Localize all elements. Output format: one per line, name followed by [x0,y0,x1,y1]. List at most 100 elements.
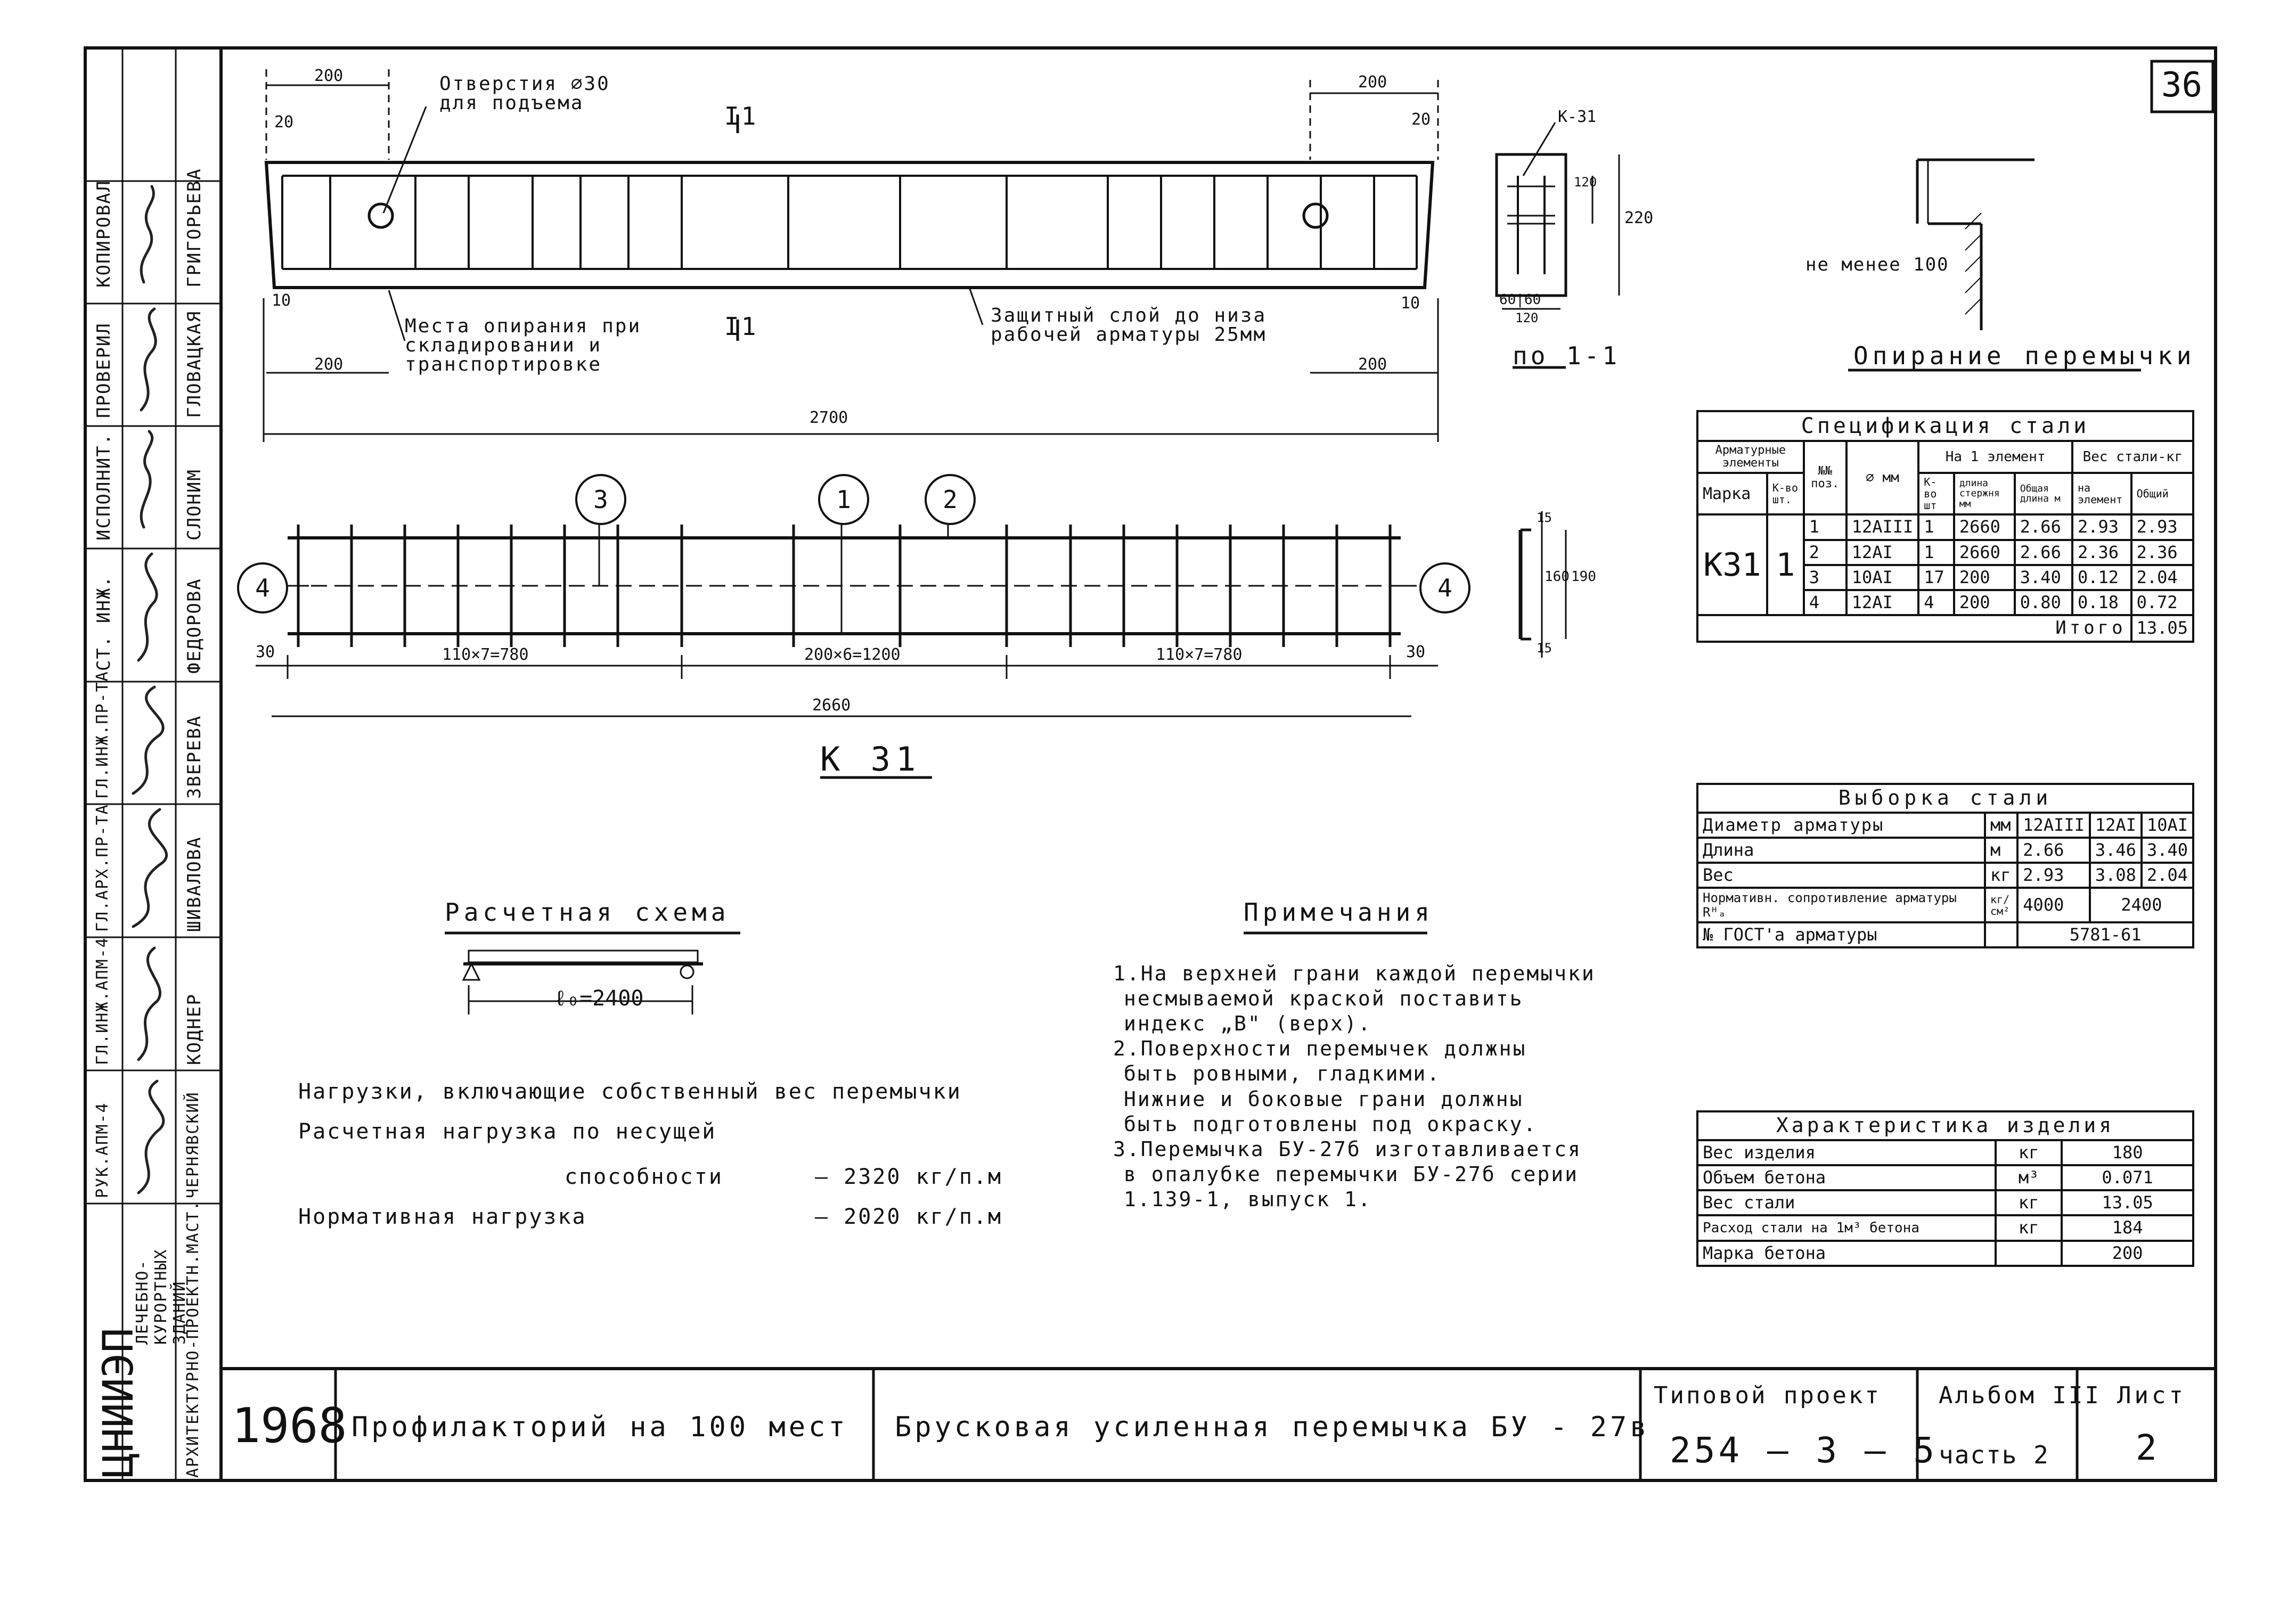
spec-cell: 2.66 [2013,538,2074,566]
spec-cell: 2.36 [2071,538,2132,566]
dim-spacing-left: 110×7=780 [442,645,529,664]
product-cell [1994,1239,2063,1267]
dim-30-right: 30 [1406,643,1426,661]
spec-h-mark: Марка [1696,472,1768,516]
spec-mark: К31 [1696,513,1768,617]
sample-cell: 2.93 [2016,862,2091,889]
notes-list: 1.На верхней грани каждой перемычки несм… [1113,961,1596,1212]
calc-load-value: — 2320 кг/п.м [815,1165,1003,1189]
spec-h-pos: №№ поз. [1802,439,1848,516]
sample-cell: Диаметр арматуры [1696,811,1986,839]
dim-20-right: 20 [1411,110,1431,129]
spec-h-weight: Вес стали-кг [2071,439,2194,474]
sample-row: Нормативн. сопротивление арматуры Rᴴₐ кг… [1696,887,2195,924]
product-table: Характеристика изделия Вес изделия кг 18… [1696,1110,2194,1267]
product-cell: 184 [2061,1214,2194,1242]
note-line: 2.Поверхности перемычек должны [1113,1037,1527,1061]
note-line: быть подготовлены под окраску. [1124,1112,1538,1136]
sample-cell: 10АI [2140,811,2195,839]
product-row: Вес изделия кг 180 [1696,1139,2194,1166]
sample-cell: 3.08 [2088,862,2143,889]
spec-row: 4 12АI 4 200 0.80 0.18 0.72 [1697,588,2195,617]
position-marker-4-left: 4 [237,562,288,613]
spec-title: Спецификация стали [1696,410,2194,442]
spec-count: 1 [1766,513,1805,617]
product-cell: 180 [2061,1139,2194,1166]
spec-total-label: Итого [1696,614,2132,643]
dim-120-bottom: 120 [1515,310,1539,325]
album-part: часть 2 [1939,1441,2049,1469]
note-line: в опалубке перемычки БУ-27б серии [1124,1162,1579,1186]
sample-cell: м [1983,836,2019,864]
product-row: Вес стали кг 13.05 [1696,1189,2194,1217]
dim-15-bottom: 15 [1537,641,1552,656]
section-title: по 1-1 [1513,341,1621,370]
position-marker-3: 3 [575,474,626,525]
dim-190: 190 [1571,569,1596,585]
sample-cell: кг [1983,862,2019,889]
note-line: индекс „В" (верх). [1124,1012,1372,1036]
spec-cell: 2.04 [2130,563,2195,591]
spec-cell: 4 [1917,588,1955,617]
sample-cell: № ГОСТ'а арматуры [1696,921,1986,949]
product-cell: Марка бетона [1696,1239,1997,1267]
dim-spacing-center: 200×6=1200 [804,645,901,664]
project-label: Типовой проект [1654,1382,1881,1409]
sample-row: Вес кг 2.93 3.08 2.04 [1696,862,2195,889]
sample-cell: 4000 [2016,887,2091,924]
product-cell: кг [1994,1139,2063,1166]
spec-row: К31 1 1 12АIII 1 2660 2.66 2.93 2.93 [1696,513,2195,617]
scheme-title: Расчетная схема [445,898,730,927]
spec-cell: 0.80 [2013,588,2074,617]
note-line: 1.На верхней грани каждой перемычки [1113,962,1596,985]
spec-h-d: ⌀ мм [1845,439,1920,516]
sheet-number: 36 [2161,66,2203,105]
spec-cell: 200 [1952,563,2016,591]
sample-cell: мм [1983,811,2019,839]
dim-160: 160 [1545,569,1570,585]
spec-cell: 4 [1802,588,1848,617]
product-cell: кг [1994,1214,2063,1242]
sample-cell: 3.46 [2088,836,2143,864]
spec-total-value: 13.05 [2130,614,2195,643]
sample-cell: 12АI [2088,811,2143,839]
note-line: быть ровными, гладкими. [1124,1062,1441,1086]
spec-cell: 1 [1917,538,1955,566]
hole-note: Отверстия ⌀30 для подъема [439,73,610,114]
spec-cell: 0.72 [2130,588,2195,617]
support-note: Места опирания при складировании и транс… [405,315,642,375]
spec-cell: 2660 [1952,538,2016,566]
position-marker-4-right: 4 [1419,562,1470,613]
section-mark-top: I1 [724,102,758,130]
sample-cell: 12АIII [2016,811,2091,839]
position-marker-2: 2 [925,474,976,525]
spec-h-elements: Арматурные элементы [1696,439,1805,474]
spec-cell: 12АI [1845,538,1920,566]
notes-title: Примечания [1244,898,1434,927]
dim-2700: 2700 [810,408,848,427]
sheet-no: 2 [2136,1427,2160,1468]
spec-cell: 17 [1917,563,1955,591]
product-title: Характеристика изделия [1696,1110,2194,1141]
project-number: 254 — 3 — 5 [1670,1430,1938,1471]
spec-h-len-total: Общая длина м [2013,472,2074,516]
scheme-span: ℓ₀=2400 [554,986,644,1011]
album-label: Альбом III [1939,1382,2101,1409]
spec-cell: 2660 [1952,513,2016,541]
title-object: Профилакторий на 100 мест [352,1411,848,1443]
dim-spacing-right: 110×7=780 [1156,645,1243,664]
note-line: несмываемой краской поставить [1124,987,1524,1011]
dim-10-left: 10 [272,291,291,310]
spec-cell: 3.40 [2013,563,2074,591]
product-row: Объем бетона м³ 0.071 [1696,1164,2194,1192]
spec-cell: 12АI [1845,588,1920,617]
spec-cell: 2.93 [2130,513,2195,541]
spec-row: 3 10АI 17 200 3.40 0.12 2.04 [1697,563,2195,591]
spec-cell: 12АIII [1845,513,1920,541]
dim-10-right: 10 [1401,294,1420,313]
product-cell: 200 [2061,1239,2194,1267]
support-title: Опирание перемычки [1853,341,2196,370]
spec-cell: 200 [1952,588,2016,617]
spec-cell: 3 [1802,563,1848,591]
